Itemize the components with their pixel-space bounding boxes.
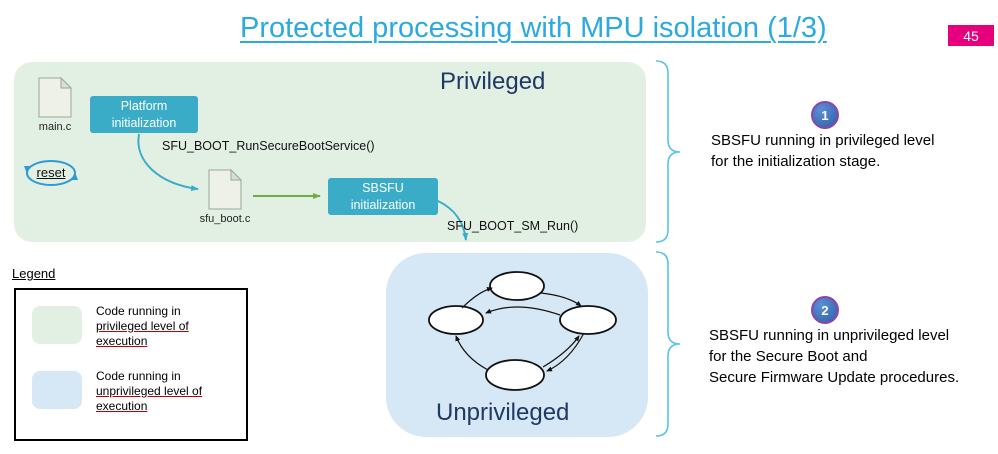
- brace-privileged: [655, 60, 681, 243]
- sbsfu-box-line2: initialization: [350, 197, 416, 212]
- file-icon: [208, 168, 243, 210]
- privileged-label: Privileged: [440, 68, 546, 95]
- legend-privileged-line2: privileged level of: [96, 319, 189, 333]
- legend-item-privileged: Code running in privileged level of exec…: [96, 304, 189, 349]
- file-label: main.c: [38, 121, 72, 133]
- platform-initialization-box: Platform initialization: [90, 96, 198, 133]
- step-2-text: SBSFU running in unprivileged level for …: [709, 325, 959, 388]
- legend-unprivileged-line1: Code running in: [96, 369, 181, 383]
- legend-title: Legend: [12, 266, 56, 281]
- legend-unprivileged-line2: unprivileged level of: [96, 384, 203, 398]
- legend-swatch-privileged: [32, 306, 82, 344]
- step-1-badge: 1: [811, 101, 839, 129]
- unprivileged-label: Unprivileged: [436, 399, 570, 426]
- legend-unprivileged-line3: execution: [96, 399, 148, 413]
- legend-item-unprivileged: Code running in unprivileged level of ex…: [96, 369, 202, 414]
- brace-unprivileged: [655, 251, 681, 437]
- legend-privileged-line1: Code running in: [96, 304, 181, 318]
- file-label: sfu_boot.c: [199, 213, 251, 225]
- file-icon: [38, 76, 73, 118]
- legend-box: Code running in privileged level of exec…: [14, 288, 248, 441]
- step-1-text: SBSFU running in privileged level for th…: [711, 130, 934, 172]
- legend-privileged-line3: execution: [96, 334, 148, 348]
- sbsfu-initialization-box: SBSFU initialization: [328, 178, 438, 215]
- main-c-file: main.c: [25, 76, 85, 133]
- step-1-line2: for the initialization stage.: [711, 153, 881, 170]
- run-secure-boot-service-call: SFU_BOOT_RunSecureBootService(): [162, 139, 375, 153]
- legend-swatch-unprivileged: [32, 371, 82, 409]
- sm-run-call: SFU_BOOT_SM_Run(): [447, 219, 579, 233]
- platform-box-line1: Platform: [120, 99, 168, 114]
- page-number-badge: 45: [948, 25, 994, 46]
- step-2-badge: 2: [811, 296, 839, 324]
- step-2-line2: for the Secure Boot and: [709, 348, 868, 365]
- step-2-line1: SBSFU running in unprivileged level: [709, 327, 950, 344]
- slide-title: Protected processing with MPU isolation …: [240, 12, 827, 44]
- platform-box-line2: initialization: [111, 115, 177, 130]
- step-2-line3: Secure Firmware Update procedures.: [709, 369, 960, 386]
- step-1-line1: SBSFU running in privileged level: [711, 132, 935, 149]
- sfu-boot-c-file: sfu_boot.c: [195, 168, 255, 225]
- reset-label: reset: [36, 165, 66, 180]
- sbsfu-box-line1: SBSFU: [362, 181, 404, 196]
